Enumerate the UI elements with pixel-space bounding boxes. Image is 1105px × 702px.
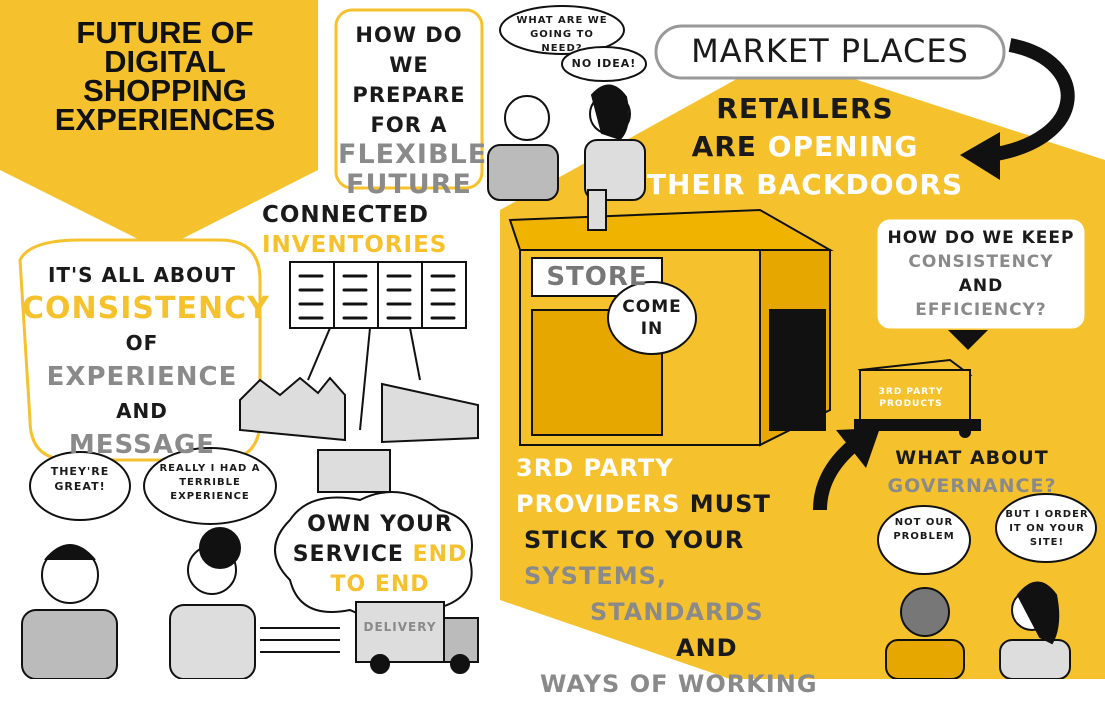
retailers-line: THEIR BACKDOORS: [646, 168, 964, 201]
providers-line: AND: [676, 634, 738, 662]
inventories-text: CONNECTED INVENTORIES: [262, 200, 482, 260]
prepare-line: FUTURE: [346, 169, 472, 200]
providers-word: SYSTEMS,: [524, 562, 667, 590]
inventories-line: CONNECTED: [262, 202, 430, 228]
prepare-line: FLEXIBLE: [338, 139, 488, 170]
warehouses: [239, 376, 479, 493]
products-line: 3RD PARTY: [878, 387, 944, 397]
own-service-text: OWN YOUR SERVICE END TO END: [290, 510, 470, 600]
providers-word: STICK TO YOUR: [524, 526, 745, 554]
retailers-word: OPENING: [767, 130, 919, 163]
keep-line: CONSISTENCY: [908, 252, 1054, 272]
own-service-cloud: [274, 491, 473, 621]
title-line: SHOPPING: [83, 73, 247, 108]
providers-word: PROVIDERS: [516, 490, 681, 518]
providers-line: WAYS OF WORKING: [540, 670, 818, 698]
governance-line: GOVERNANCE?: [887, 475, 1057, 497]
providers-text: 3RD PARTY PROVIDERS MUST STICK TO YOUR S…: [516, 450, 896, 702]
keep-text: HOW DO WE KEEP CONSISTENCY AND EFFICIENC…: [878, 226, 1084, 322]
ordered-bubble: [995, 493, 1097, 563]
consistency-line: OF: [125, 331, 159, 355]
retailers-word: ARE: [691, 130, 757, 163]
not-problem-text: NOT OUR PROBLEM: [893, 517, 955, 542]
great-text: THEY'RE GREAT!: [50, 465, 110, 493]
governance-line: WHAT ABOUT: [895, 447, 1049, 469]
retailers-line: RETAILERS: [716, 92, 894, 125]
come-in-line: IN: [640, 319, 664, 339]
great-bubble: [29, 451, 131, 521]
people-top: [487, 84, 646, 201]
providers-word: MUST: [689, 490, 771, 518]
prepare-text: HOW DO WE PREPARE FOR A FLEXIBLE FUTURE: [338, 20, 488, 200]
delivery-label: DELIVERY: [363, 620, 437, 634]
terrible-bubble: [143, 447, 277, 525]
providers-line: STANDARDS: [590, 598, 764, 626]
title-line: DIGITAL: [104, 44, 226, 79]
come-in-bubble: [607, 281, 697, 355]
own-word: SERVICE: [292, 542, 404, 567]
market-places-label: MARKET PLACES: [691, 32, 969, 70]
consistency-line: MESSAGE: [68, 430, 216, 460]
keep-line: AND: [958, 276, 1004, 296]
prepare-line: PREPARE: [352, 83, 466, 107]
title-line: FUTURE OF: [76, 15, 254, 50]
own-word: END: [412, 542, 468, 567]
title-line: EXPERIENCES: [54, 102, 276, 137]
come-in-text: COME IN: [612, 296, 692, 340]
consistency-line: IT'S ALL ABOUT: [47, 263, 237, 287]
ordered-text: BUT I ORDER IT ON YOUR SITE!: [1005, 509, 1089, 548]
retailers-text: RETAILERS ARE OPENING THEIR BACKDOORS: [640, 90, 970, 204]
chat-answer-bubble: [561, 46, 647, 82]
products-label: 3RD PARTY PRODUCTS: [866, 386, 956, 410]
prepare-line: FOR A: [370, 113, 448, 137]
own-line: TO END: [330, 572, 430, 597]
main-title: FUTURE OF DIGITAL SHOPPING EXPERIENCES: [20, 15, 310, 137]
governance-text: WHAT ABOUT GOVERNANCE?: [872, 444, 1072, 500]
market-places-pill: [654, 24, 1006, 80]
consistency-text: IT'S ALL ABOUT CONSISTENCY OF EXPERIENCE…: [22, 258, 270, 462]
consistency-line: AND: [116, 399, 168, 423]
come-in-line: COME: [622, 297, 682, 317]
prepare-line: HOW DO WE: [355, 23, 463, 77]
chat-question-text: WHAT ARE WE GOING TO NEED?: [516, 15, 608, 54]
keep-line: EFFICIENCY?: [915, 300, 1047, 320]
background-illustration: [0, 0, 1105, 679]
people-bottom-right: [885, 581, 1071, 679]
market-arrow: [988, 38, 1075, 162]
providers-line: 3RD PARTY: [516, 454, 674, 482]
chat-question-bubble: [499, 5, 625, 55]
not-problem-bubble: [877, 505, 971, 575]
store-sign: STORE: [546, 262, 648, 292]
inventories-line: INVENTORIES: [262, 232, 448, 258]
chat-answer-text: NO IDEA!: [571, 57, 637, 70]
prepare-bubble: [334, 8, 484, 190]
own-line: OWN YOUR: [307, 512, 453, 537]
products-line: PRODUCTS: [879, 399, 943, 409]
title-hexagon: [0, 0, 318, 250]
people-bottom-left: [21, 527, 256, 679]
consistency-line: CONSISTENCY: [22, 291, 270, 326]
terrible-text: REALLY I HAD A TERRIBLE EXPERIENCE: [159, 463, 261, 502]
consistency-line: EXPERIENCE: [46, 362, 238, 392]
delivery-truck: [260, 601, 479, 674]
keep-line: HOW DO WE KEEP: [887, 228, 1075, 248]
